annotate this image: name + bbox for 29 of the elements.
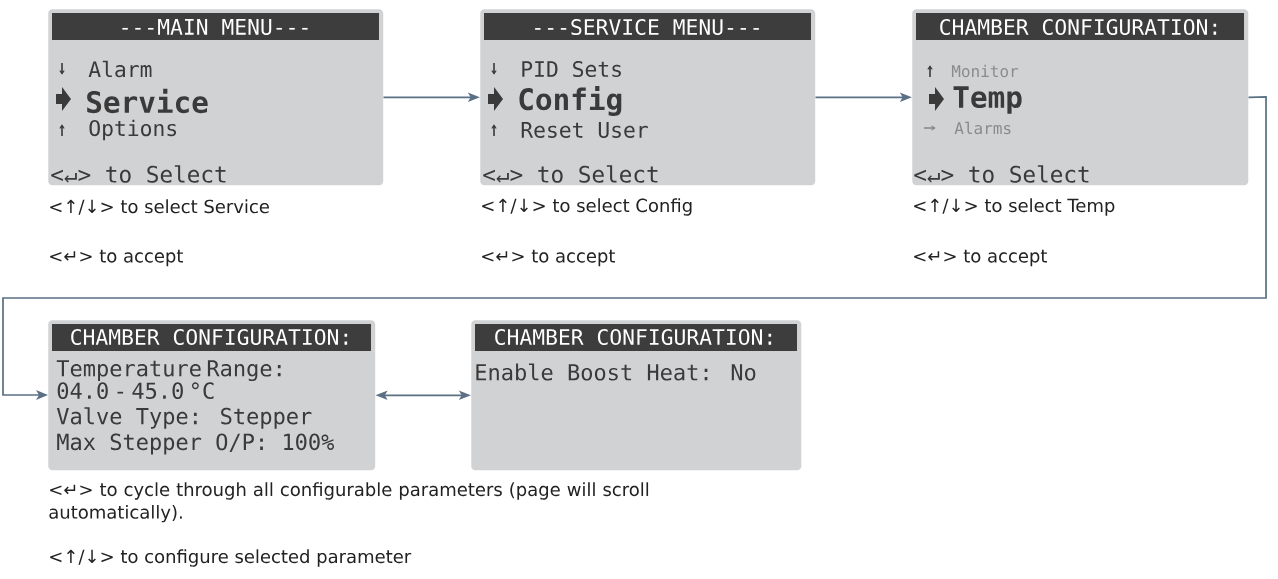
menu-item: Reset User (521, 122, 648, 138)
instruction-text: <↑/↓> to select Temp (914, 198, 1115, 216)
title-bar: CHAMBER CONFIGURATION: (52, 324, 371, 351)
screen-hint: <↵> to Select (914, 165, 1089, 183)
screen-hint: <↵> to Select (51, 165, 226, 183)
instruction-text: <↑/↓> to configure selected parameter (50, 549, 412, 567)
screen-hint: <↵> to Select (483, 165, 658, 183)
instruction-text: <↵> to cycle through all configurable parameters (page will scroll automatically). (49, 482, 649, 523)
selected-menu-item: Temp (953, 86, 1022, 114)
title-bar: ---MAIN MENU--- (52, 13, 379, 40)
instruction-text: <↑/↓> to select Service (50, 199, 269, 215)
instruction-text: <↵> to accept (50, 249, 183, 267)
menu-item: PID Sets (522, 60, 621, 78)
parameter-line: Enable Boost Heat: No (476, 363, 756, 381)
instruction-text: <↵> to accept (482, 249, 615, 267)
parameter-line: Temperature Range: 04.0 - 45.0 °C (56, 360, 281, 399)
instruction-text: <↑/↓> to select Config (482, 198, 692, 216)
menu-item: Alarm (88, 60, 152, 78)
selected-menu-item: Service (87, 88, 208, 114)
instruction-text: <↵> to accept (914, 249, 1047, 267)
title-bar: CHAMBER CONFIGURATION: (916, 13, 1244, 40)
title-bar: CHAMBER CONFIGURATION: (475, 324, 797, 351)
menu-item: Alarms (954, 121, 1011, 135)
parameter-line: Valve Type: Stepper (56, 407, 312, 429)
parameter-line: Max Stepper O/P: 100% (57, 433, 335, 455)
title-bar: ---SERVICE MENU--- (484, 13, 811, 40)
selected-menu-item: Config (519, 86, 622, 116)
menu-item: Monitor (951, 64, 1019, 78)
menu-item: Options (89, 119, 177, 141)
